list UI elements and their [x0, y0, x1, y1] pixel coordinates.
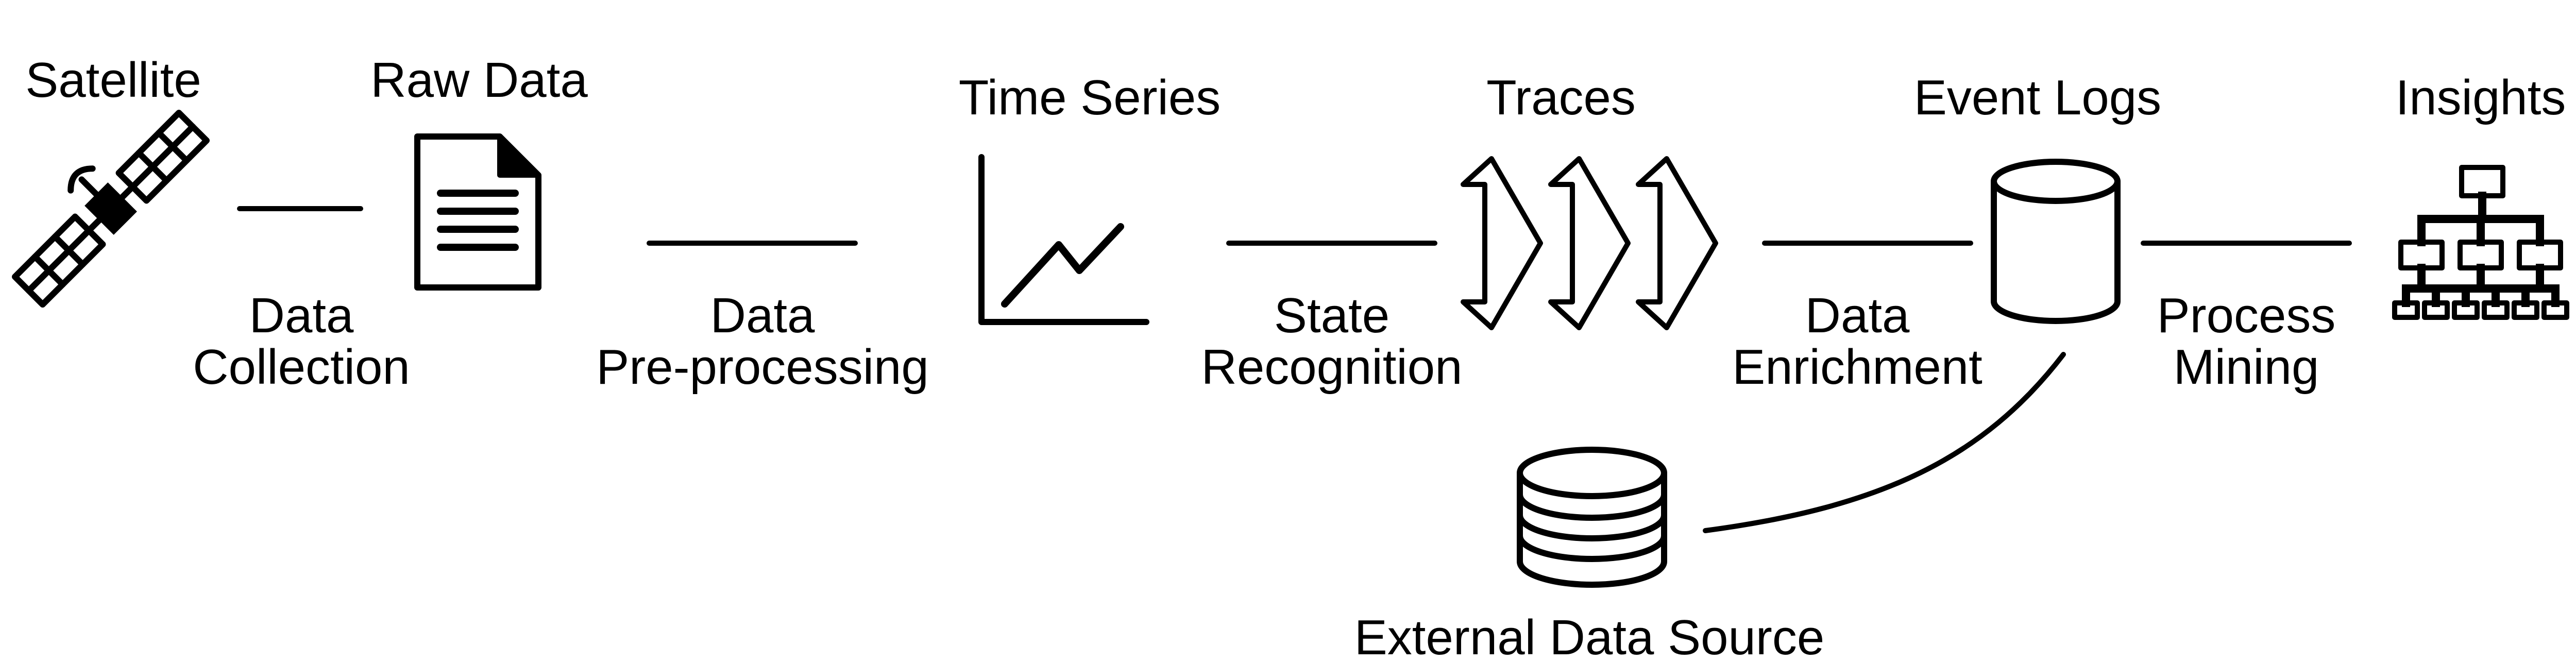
time-series-label: Time Series	[959, 70, 1221, 125]
time-series-icon	[978, 154, 1149, 325]
arrow-external-to-event-logs	[1703, 352, 2066, 533]
document-icon	[414, 133, 541, 291]
step-preprocessing-label-1: Data	[710, 288, 815, 343]
external-database-icon	[1517, 447, 1667, 588]
step-process-mining-label-2: Mining	[2174, 340, 2319, 395]
insights-label: Insights	[2396, 70, 2566, 125]
event-logs-label: Event Logs	[1914, 70, 2161, 125]
traces-label: Traces	[1486, 70, 1636, 125]
step-state-recognition-label-1: State	[1274, 288, 1389, 343]
external-source-label: External Data Source	[1354, 610, 1824, 662]
step-process-mining-label-1: Process	[2157, 288, 2336, 343]
insights-hierarchy-icon	[2392, 165, 2569, 320]
step-collection-label-1: Data	[249, 288, 354, 343]
event-logs-database-icon	[1991, 159, 2121, 324]
step-collection-label-2: Collection	[193, 340, 410, 395]
traces-icon	[1461, 156, 1718, 330]
step-preprocessing-label-2: Pre-processing	[596, 340, 929, 395]
step-enrichment-label-2: Enrichment	[1732, 340, 1982, 395]
satellite-label: Satellite	[25, 53, 201, 108]
step-enrichment-label-1: Data	[1805, 288, 1910, 343]
satellite-icon	[12, 110, 210, 308]
step-state-recognition-label-2: Recognition	[1201, 340, 1463, 395]
raw-data-label: Raw Data	[370, 53, 588, 108]
